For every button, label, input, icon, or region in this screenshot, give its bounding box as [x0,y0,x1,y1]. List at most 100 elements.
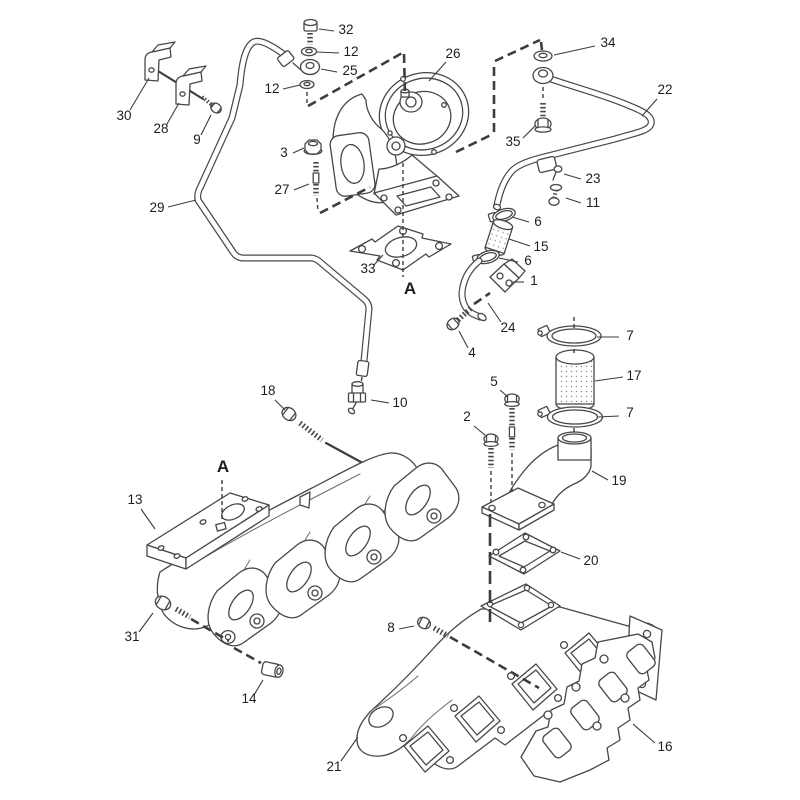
exhaust-port-1 [207,567,283,647]
leader-line-23 [563,173,582,180]
washer-34 [533,50,553,62]
callout-6-18: 6 [524,253,532,268]
nut-3 [303,139,323,156]
hose-clamp-6-upper [487,207,516,223]
leader-line-9 [200,114,212,136]
callout-12-1: 12 [343,44,358,59]
leader-line-16 [632,723,656,744]
clamp-7-upper [537,324,602,347]
intake-port-1 [398,725,455,773]
banjo-fitting-25 [276,50,321,76]
callout-5-26: 5 [490,374,498,389]
callout-29-9: 29 [149,200,164,215]
callout-20-31: 20 [583,553,598,568]
callout-32-0: 32 [338,22,353,37]
exhaust-manifold [156,452,460,647]
turbo-mounting-flange [373,175,460,216]
callout-33-22: 33 [360,261,375,276]
leader-line-6 [511,216,530,223]
leader-line-4 [458,330,469,349]
manifold-top-flange [480,583,561,631]
callout-1-19: 1 [530,273,538,288]
callout-17-24: 17 [626,368,641,383]
hump-hose-17 [555,349,595,412]
leader-line-35 [522,125,536,139]
leader-line-27 [293,183,310,191]
leader-line-3 [292,147,305,154]
turbocharger-26 [329,71,470,216]
callout-19-30: 19 [611,473,626,488]
turbo-pedestal [373,154,439,195]
leader-line-21 [340,736,359,762]
leader-line-19 [591,470,609,481]
callout-34-11: 34 [600,35,616,50]
bolt-11 [548,183,563,206]
stud-27 [312,162,320,196]
callout-6-16: 6 [534,214,542,229]
reference-letter-A-1: A [217,457,229,476]
leader-line-10 [370,399,390,404]
bolt-2 [483,433,499,468]
leader-line-32 [318,28,335,32]
leader-line-5 [499,389,509,398]
callout-26-10: 26 [445,46,460,61]
washer-12-lower [299,79,315,90]
bracket-1 [489,258,526,293]
banjo-bolt-32 [303,18,318,45]
leader-line-2 [473,425,486,436]
callout-labels: 3212251230289327292634223523116156124433… [116,22,672,774]
callout-24-20: 24 [500,320,516,335]
leader-line-17 [594,376,624,382]
drain-tube-24 [458,257,487,322]
leader-line-11 [565,197,582,204]
leader-line-30 [129,77,150,111]
exhaust-port-3 [324,503,400,583]
callout-25-2: 25 [342,63,357,78]
callout-13-32: 13 [127,492,142,507]
leader-line-7 [597,415,620,418]
callout-11-15: 11 [586,195,600,210]
lock-washer-12-upper [300,46,318,57]
callout-28-5: 28 [153,121,168,136]
callout-16-37: 16 [657,739,672,754]
exhaust-port-4 [384,462,460,542]
intake-port-2 [449,695,506,743]
callout-12-3: 12 [264,81,279,96]
bolt-5 [504,393,520,450]
callout-35-13: 35 [505,134,520,149]
leader-line-34 [553,45,596,56]
callout-22-12: 22 [657,82,672,97]
leader-line-12 [282,84,301,90]
tube-clamp-block [536,155,558,174]
oil-drain-tube-22 [492,75,655,211]
callout-10-29: 10 [392,395,407,410]
elbow-fitting-10 [347,381,367,415]
leader-line-29 [167,199,197,208]
bolt-4 [446,305,473,331]
leader-line-22 [641,98,658,117]
bolt-23 [552,165,563,181]
leader-line-14 [253,679,264,696]
callout-14-34: 14 [241,691,257,706]
stud-location-a [215,521,227,532]
callout-30-4: 30 [116,108,131,123]
bolt-9 [200,95,222,114]
manifold-gasket-16 [520,633,656,783]
callout-21-36: 21 [326,759,341,774]
elbow-gasket-20 [488,532,561,575]
callout-4-21: 4 [468,345,476,360]
spacer-14 [260,661,284,679]
callout-27-8: 27 [274,182,289,197]
leader-line-6 [498,257,519,263]
callout-15-17: 15 [533,239,548,254]
callout-23-14: 23 [585,171,600,186]
hose-15 [484,219,514,256]
oil-supply-tube-29 [194,37,373,378]
leader-line-26 [428,61,447,82]
clip-28 [175,65,207,106]
clip-30 [144,41,176,82]
intake-elbow-19 [481,431,592,531]
leader-line-28 [166,102,180,125]
